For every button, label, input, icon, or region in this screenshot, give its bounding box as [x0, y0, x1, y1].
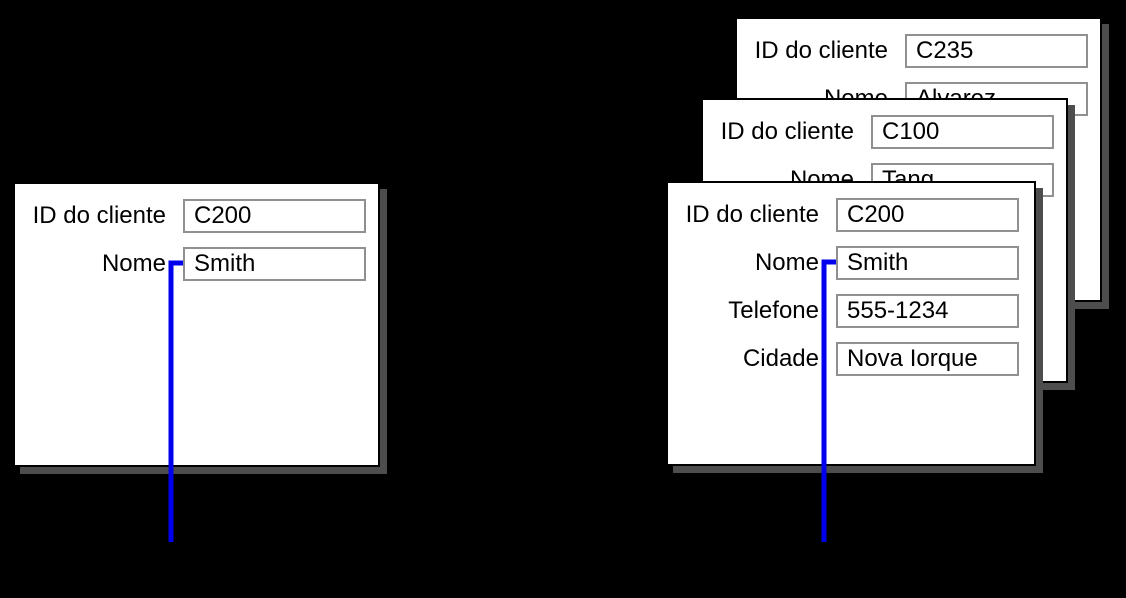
customer-id-input[interactable]: C100	[871, 115, 1054, 149]
form-field-row: Nome Smith	[668, 246, 1034, 280]
field-value: C200	[194, 202, 252, 229]
field-label: ID do cliente	[720, 118, 854, 145]
field-label: Nome	[101, 250, 166, 277]
name-input[interactable]: Smith	[183, 247, 366, 281]
field-label: ID do cliente	[685, 201, 819, 228]
form-field-row: Cidade Nova Iorque	[668, 342, 1034, 376]
field-label: ID do cliente	[32, 202, 166, 229]
field-value: C200	[847, 201, 905, 228]
customer-id-input[interactable]: C235	[905, 34, 1088, 68]
customer-id-input[interactable]: C200	[183, 199, 366, 233]
form-field-row: ID do cliente C200	[668, 198, 1034, 232]
form-field-row: Nome Smith	[15, 247, 378, 281]
name-input[interactable]: Smith	[836, 246, 1019, 280]
field-value: Smith	[847, 249, 909, 276]
stacked-form-front: ID do cliente C200 Nome Smith Telefone 5…	[666, 181, 1036, 466]
form-field-row: ID do cliente C200	[15, 199, 378, 233]
field-label: ID do cliente	[754, 37, 888, 64]
field-value: C235	[916, 37, 974, 64]
form-field-row: Telefone 555-1234	[668, 294, 1034, 328]
field-value: C100	[882, 118, 940, 145]
customer-id-input[interactable]: C200	[836, 198, 1019, 232]
field-value: Nova Iorque	[847, 345, 978, 372]
field-label: Cidade	[742, 345, 819, 372]
form-field-row: ID do cliente C100	[703, 115, 1066, 149]
field-value: 555-1234	[847, 297, 949, 324]
field-value: Smith	[194, 250, 256, 277]
form-field-row: ID do cliente C235	[737, 34, 1100, 68]
field-label: Nome	[754, 249, 819, 276]
field-label: Telefone	[728, 297, 819, 324]
customer-form-single: ID do cliente C200 Nome Smith	[13, 182, 380, 467]
phone-input[interactable]: 555-1234	[836, 294, 1019, 328]
city-input[interactable]: Nova Iorque	[836, 342, 1019, 376]
